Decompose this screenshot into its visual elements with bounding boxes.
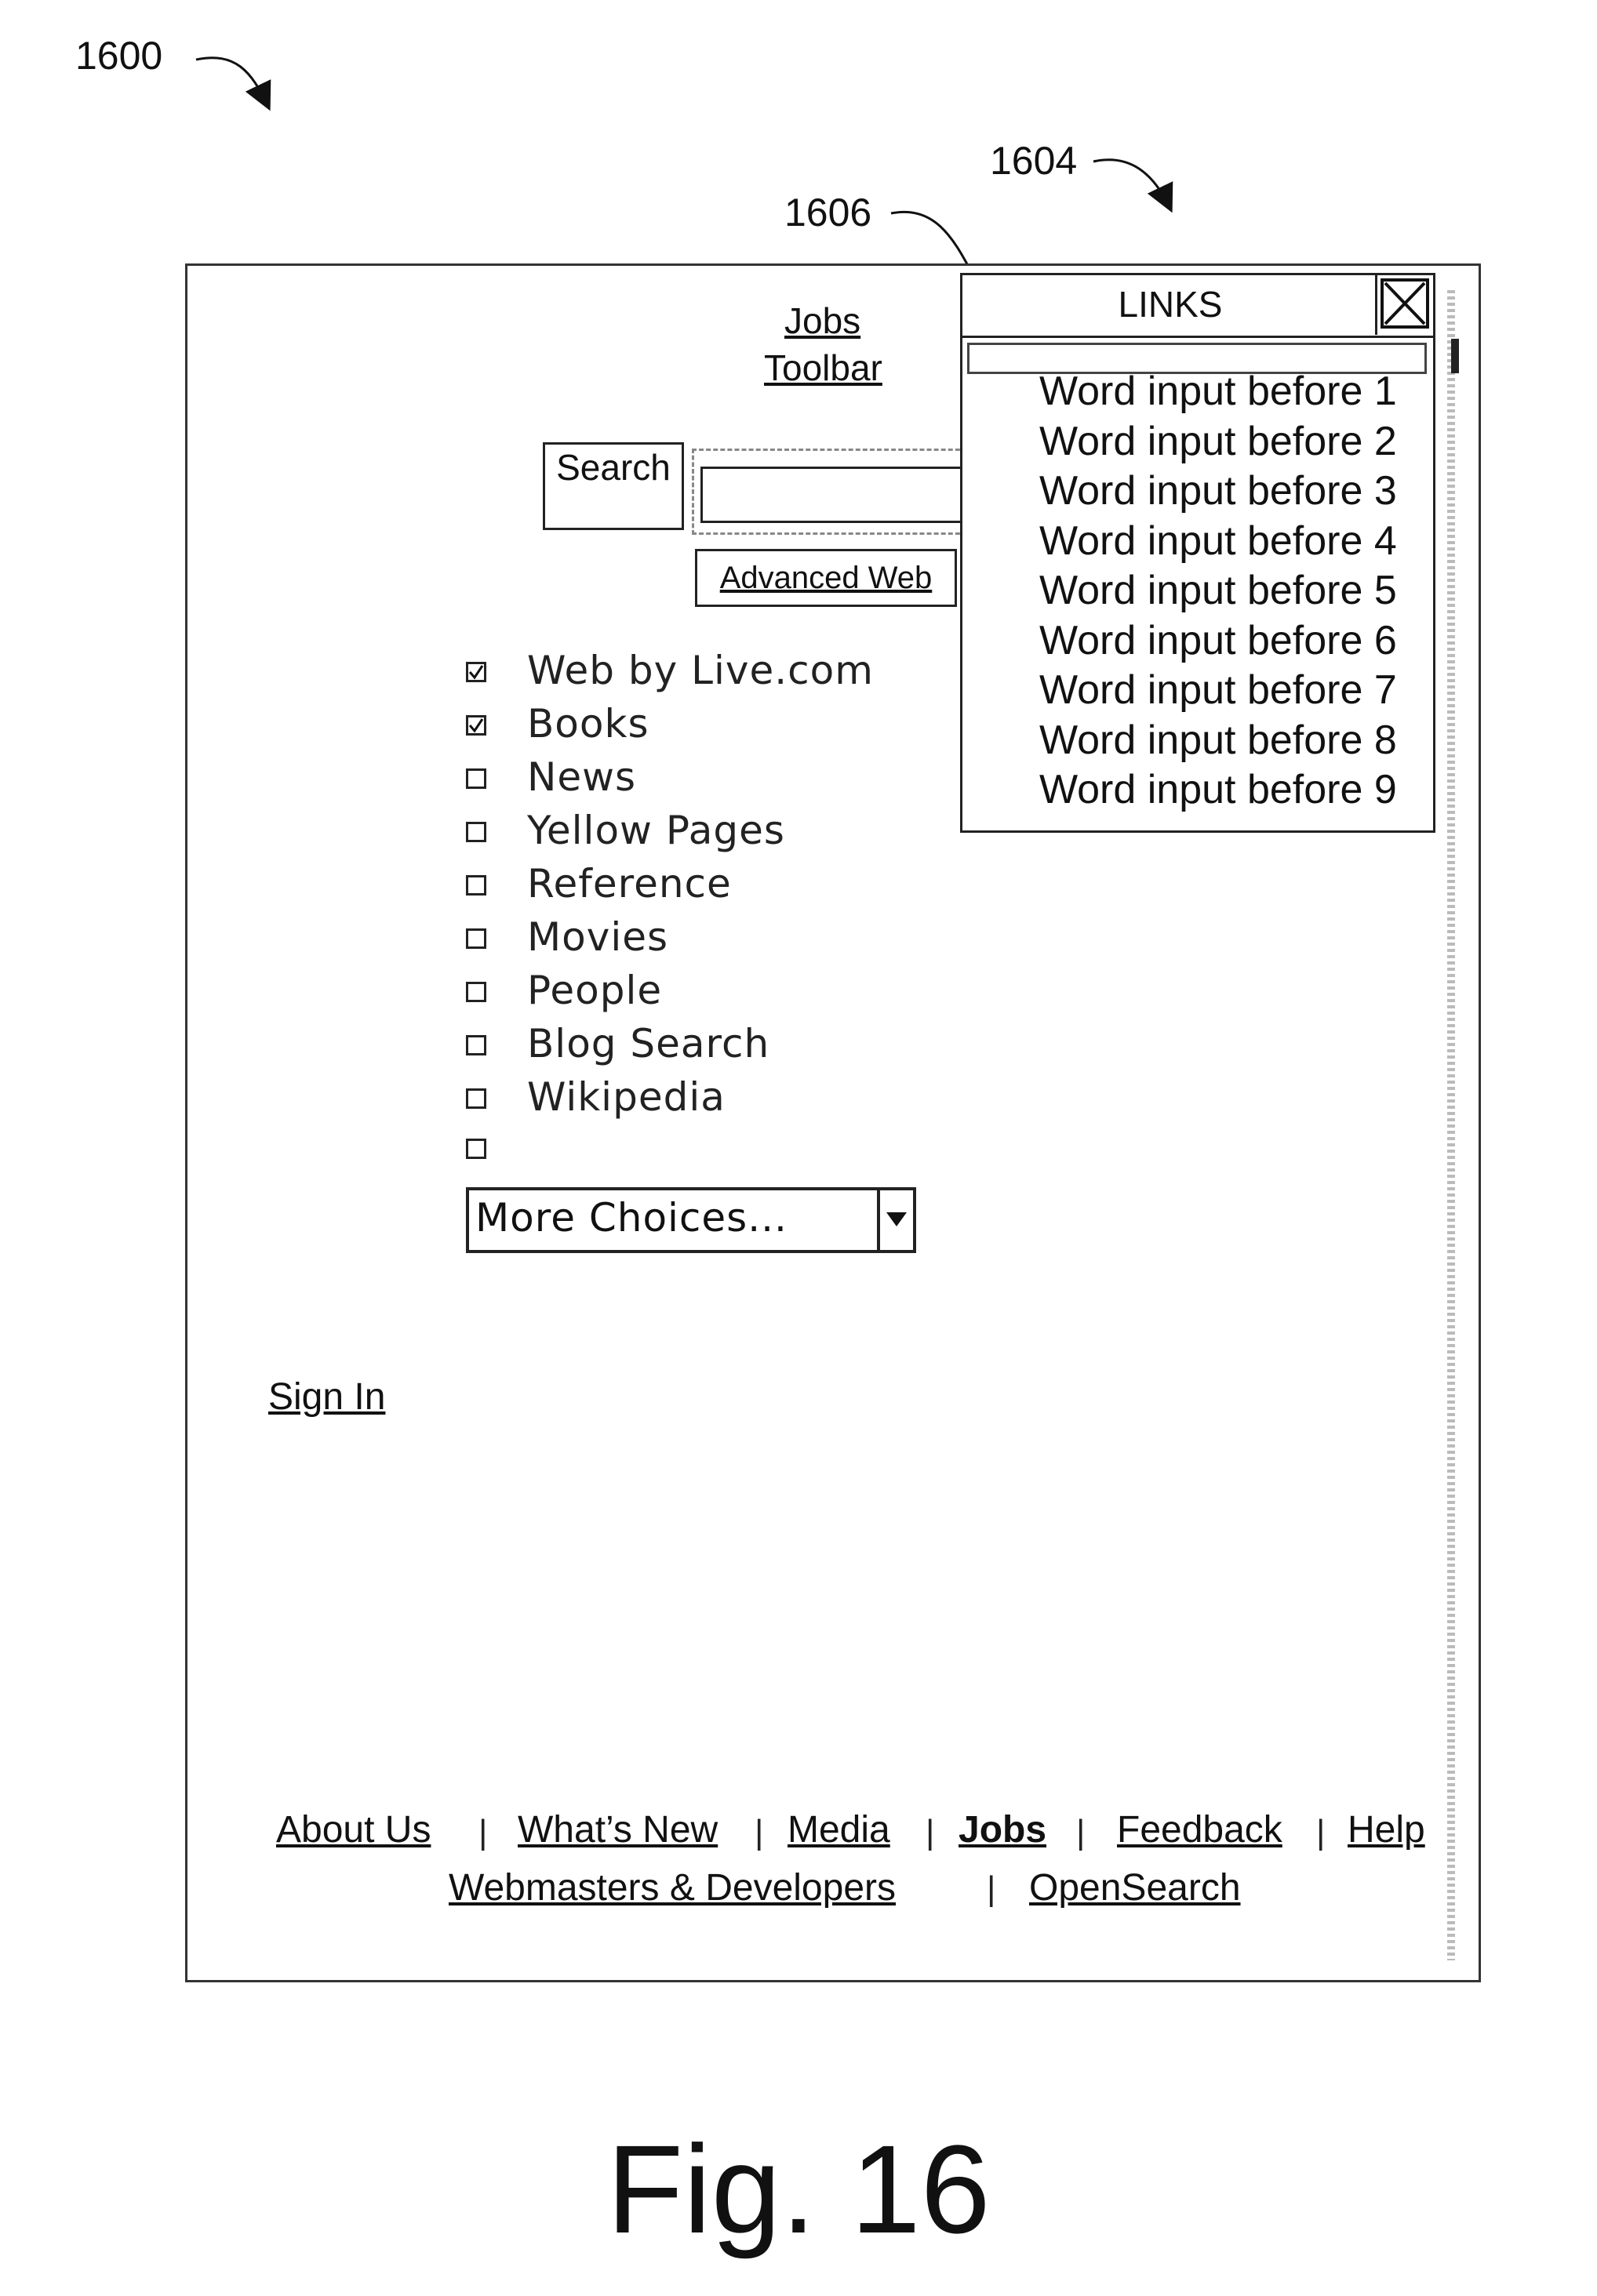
popup-word-item[interactable]: Word input before 4	[1039, 518, 1397, 565]
popup-scrollbar-thumb[interactable]	[1451, 339, 1459, 373]
scope-option-label: Blog Search	[527, 1021, 769, 1066]
search-button[interactable]: Search	[543, 442, 684, 530]
footer-separator: |	[926, 1813, 934, 1852]
popup-word-item[interactable]: Word input before 1	[1039, 368, 1397, 415]
footer-separator: |	[1076, 1813, 1085, 1852]
popup-word-item[interactable]: Word input before 2	[1039, 418, 1397, 465]
checkbox-checked[interactable]	[466, 715, 486, 736]
close-x-icon	[1381, 278, 1429, 329]
scope-option-label: Wikipedia	[527, 1074, 726, 1120]
checkbox-unchecked[interactable]	[466, 1139, 486, 1159]
leader-1604	[1093, 160, 1170, 209]
footer-separator: |	[987, 1869, 995, 1909]
footer-feedback[interactable]: Feedback	[1117, 1808, 1282, 1851]
checkmark-icon	[468, 718, 484, 733]
search-input[interactable]	[700, 467, 966, 523]
advanced-web-button[interactable]: Advanced Web	[695, 549, 957, 607]
ref-1604: 1604	[990, 138, 1077, 183]
links-popup: LINKS Word input before 1Word input befo…	[960, 273, 1435, 833]
chevron-down-icon	[885, 1211, 908, 1228]
footer-webmasters[interactable]: Webmasters & Developers	[449, 1866, 896, 1909]
checkbox-checked[interactable]	[466, 662, 486, 682]
popup-word-item[interactable]: Word input before 9	[1039, 766, 1397, 813]
checkbox-unchecked[interactable]	[466, 928, 486, 949]
footer-separator: |	[1316, 1813, 1325, 1852]
popup-header: LINKS	[962, 275, 1433, 338]
vertical-scrollbar-track[interactable]	[1447, 290, 1455, 1960]
popup-word-item[interactable]: Word input before 6	[1039, 617, 1397, 664]
scope-option-label: Yellow Pages	[527, 808, 785, 853]
scope-option-label: Web by Live.com	[527, 648, 874, 693]
footer-separator: |	[755, 1813, 763, 1852]
checkbox-unchecked[interactable]	[466, 1035, 486, 1055]
figure-caption: Fig. 16	[0, 2117, 1597, 2261]
footer-whats-new[interactable]: What’s New	[518, 1808, 718, 1851]
search-input-focus-ring	[692, 449, 974, 535]
scope-option-label: Books	[527, 701, 649, 747]
sign-in-link[interactable]: Sign In	[268, 1375, 385, 1419]
scope-option-label: People	[527, 968, 662, 1013]
more-choices-dropdown[interactable]: More Choices...	[466, 1187, 916, 1253]
scope-option-label: Reference	[527, 861, 732, 906]
checkbox-unchecked[interactable]	[466, 875, 486, 896]
checkmark-icon	[468, 664, 484, 680]
footer-media[interactable]: Media	[788, 1808, 890, 1851]
scope-option-label: News	[527, 754, 636, 800]
popup-word-item[interactable]: Word input before 7	[1039, 667, 1397, 714]
ref-1606: 1606	[784, 190, 871, 235]
more-choices-value: More Choices...	[475, 1195, 788, 1241]
jobs-link[interactable]: Jobs	[784, 300, 860, 342]
checkbox-unchecked[interactable]	[466, 822, 486, 842]
footer-help[interactable]: Help	[1348, 1808, 1425, 1851]
footer-opensearch[interactable]: OpenSearch	[1029, 1866, 1241, 1909]
popup-word-item[interactable]: Word input before 5	[1039, 567, 1397, 614]
checkbox-unchecked[interactable]	[466, 768, 486, 789]
footer-about-us[interactable]: About Us	[276, 1808, 431, 1851]
ref-1600: 1600	[75, 33, 162, 78]
leader-1600	[196, 58, 268, 107]
popup-word-item[interactable]: Word input before 8	[1039, 717, 1397, 764]
popup-close-button[interactable]	[1375, 275, 1433, 335]
footer-jobs[interactable]: Jobs	[959, 1808, 1046, 1851]
footer-separator: |	[478, 1813, 487, 1852]
scope-option-label: Movies	[527, 914, 668, 960]
popup-title: LINKS	[962, 283, 1378, 325]
checkbox-unchecked[interactable]	[466, 982, 486, 1002]
toolbar-link[interactable]: Toolbar	[764, 347, 882, 389]
dropdown-button[interactable]	[877, 1190, 913, 1250]
popup-word-item[interactable]: Word input before 3	[1039, 467, 1397, 514]
checkbox-unchecked[interactable]	[466, 1088, 486, 1109]
